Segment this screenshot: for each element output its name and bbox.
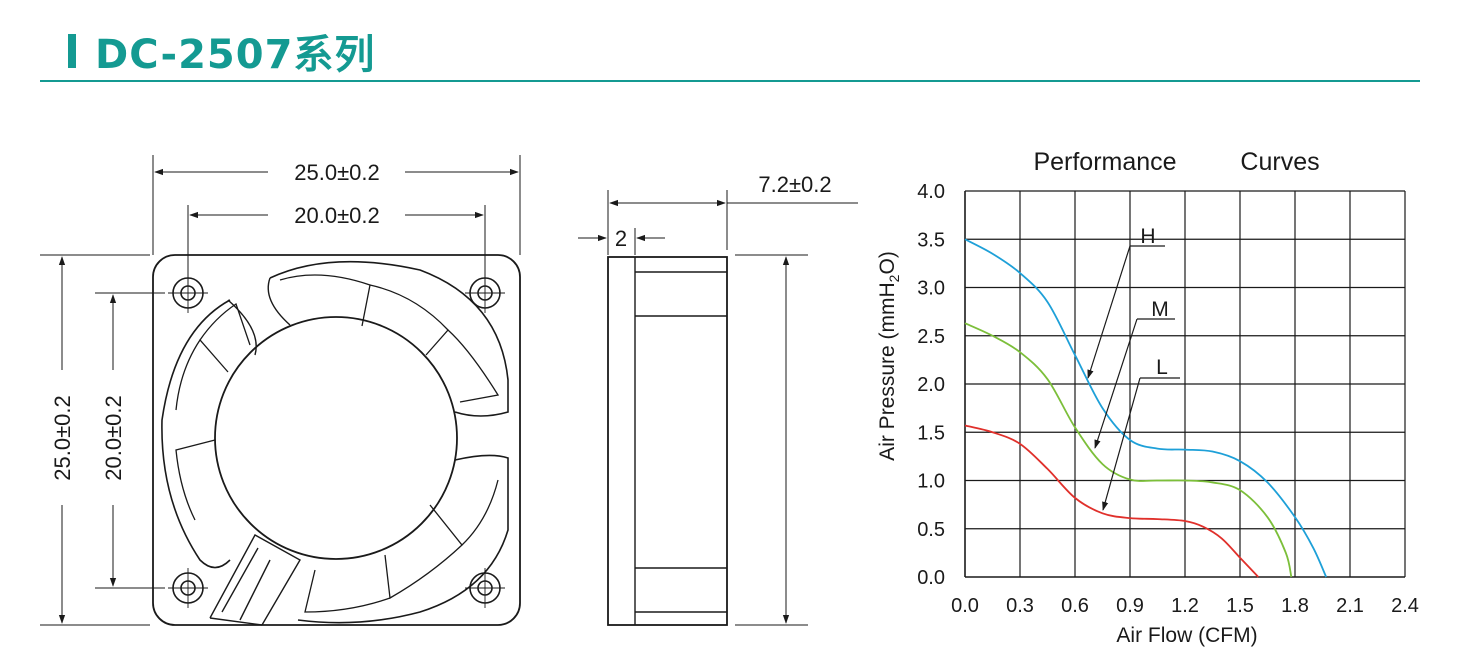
y-tick-label: 0.0: [917, 567, 945, 589]
x-tick-label: 1.2: [1171, 595, 1199, 617]
x-tick-label: 0.6: [1061, 595, 1089, 617]
page-title: DC-2507系列: [95, 32, 376, 78]
dim-outer-height: 25.0±0.2: [50, 395, 75, 480]
x-tick-label: 0.9: [1116, 595, 1144, 617]
page-header: DC-2507系列: [0, 0, 1457, 100]
y-tick-label: 4.0: [917, 181, 945, 203]
series-label-m: M: [1151, 298, 1169, 321]
x-tick-label: 1.8: [1281, 595, 1309, 617]
series-line-m: [964, 322, 1293, 578]
header-divider: [40, 80, 1420, 82]
y-label-subscript: 2: [886, 274, 902, 282]
x-tick-label: 2.4: [1391, 595, 1419, 617]
performance-chart: 0.0 0.3 0.6 0.9 1.2 1.5 1.8 2.1 2.4 0.0 0.5 1.0 1.5 2…: [876, 148, 1419, 647]
chart-curves: [964, 238, 1327, 578]
label-leader-arrow: [1102, 377, 1141, 511]
chart-series-labels: H M L: [1087, 225, 1180, 511]
label-leader-arrow: [1094, 318, 1138, 449]
x-tick-label: 2.1: [1336, 595, 1364, 617]
y-tick-label: 2.5: [917, 326, 945, 348]
fan-hub: [214, 316, 458, 560]
front-view: [40, 155, 521, 626]
x-tick-label: 1.5: [1226, 595, 1254, 617]
chart-title-performance: Performance: [1033, 148, 1176, 176]
y-label-tail: O): [876, 251, 899, 274]
chart-y-axis-label: Air Pressure (mmH2O): [876, 251, 902, 461]
dim-outer-width: 25.0±0.2: [294, 160, 379, 185]
dim-thickness: 7.2±0.2: [758, 172, 831, 197]
x-tick-label: 0.3: [1006, 595, 1034, 617]
series-label-h: H: [1140, 225, 1155, 248]
y-tick-label: 2.0: [917, 374, 945, 396]
chart-title-curves: Curves: [1240, 148, 1319, 176]
side-view: [578, 190, 858, 626]
series-line-l: [964, 424, 1259, 578]
wire-channel: [209, 534, 301, 626]
dim-hole-height: 20.0±0.2: [101, 395, 126, 480]
dim-flange: 2: [615, 226, 627, 251]
y-tick-label: 3.0: [917, 278, 945, 300]
title-accent-bar: [68, 34, 76, 68]
chart-ticks: 0.0 0.3 0.6 0.9 1.2 1.5 1.8 2.1 2.4 0.0 0.5 1.0 1.5 2…: [917, 181, 1419, 617]
y-tick-label: 1.0: [917, 471, 945, 493]
series-label-l: L: [1156, 356, 1168, 379]
label-leader-arrow: [1087, 245, 1131, 379]
y-label-main: Air Pressure (mmH: [876, 282, 899, 461]
x-tick-label: 0.0: [951, 595, 979, 617]
y-tick-label: 1.5: [917, 422, 945, 444]
chart-grid: [964, 190, 1406, 578]
y-tick-label: 0.5: [917, 519, 945, 541]
chart-x-axis-label: Air Flow (CFM): [1116, 624, 1257, 647]
y-tick-label: 3.5: [917, 229, 945, 251]
mount-holes: [168, 273, 505, 608]
dim-hole-width: 20.0±0.2: [294, 203, 379, 228]
series-line-h: [964, 238, 1327, 578]
fan-blades: [175, 274, 500, 613]
